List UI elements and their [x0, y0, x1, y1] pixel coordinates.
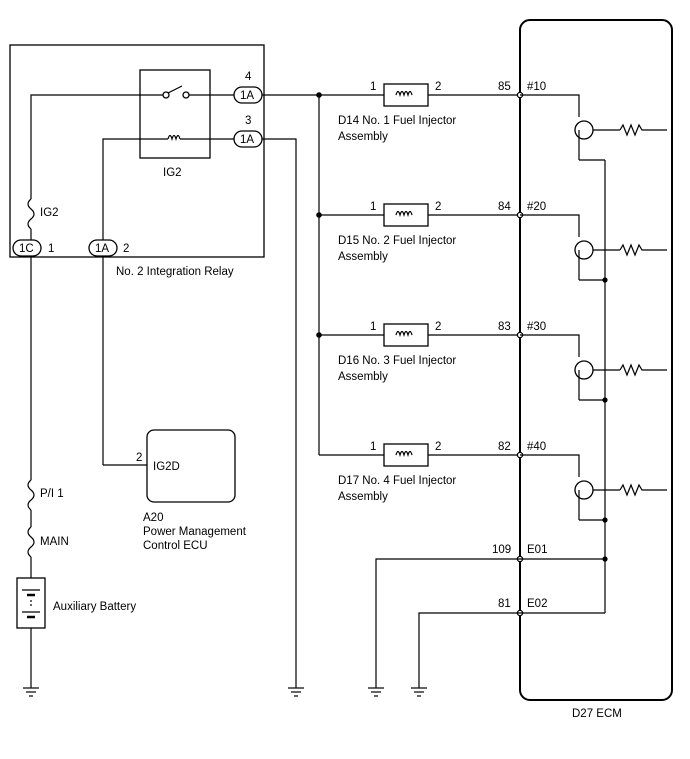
power-management-ecu: IG2D 2 A20 Power Management Control ECU: [136, 429, 247, 552]
relay-pin-switch: 4: [245, 71, 252, 83]
svg-text:#10: #10: [527, 81, 546, 93]
svg-text:MAIN: MAIN: [40, 536, 69, 548]
svg-text:E02: E02: [527, 598, 547, 610]
integration-relay: IG2 No. 2 Integration Relay: [9, 44, 265, 278]
pi1-fuse: P/I 1: [27, 479, 64, 511]
ig2-fuse: IG2: [27, 198, 59, 230]
svg-text:IG2: IG2: [40, 207, 59, 219]
svg-text:83: 83: [498, 321, 511, 333]
svg-text:2: 2: [435, 81, 441, 93]
battery-label: Auxiliary Battery: [53, 601, 136, 613]
relay-connector-1a-mid: 1A 2: [88, 239, 129, 257]
relay-switch-label: IG2: [163, 167, 182, 179]
main-fuse: MAIN: [27, 526, 69, 558]
svg-text:#30: #30: [527, 321, 546, 333]
svg-text:Assembly: Assembly: [338, 371, 388, 383]
pm-ecu-name-line2: Control ECU: [143, 540, 208, 552]
svg-text:84: 84: [498, 201, 511, 213]
svg-text:Assembly: Assembly: [338, 251, 388, 263]
svg-text:1A: 1A: [240, 90, 254, 102]
svg-text:1A: 1A: [240, 134, 254, 146]
pm-ecu-code: A20: [143, 512, 163, 524]
svg-text:109: 109: [492, 544, 511, 556]
svg-text:85: 85: [498, 81, 511, 93]
svg-text:Assembly: Assembly: [338, 131, 388, 143]
relay-connector-1c: 1C 1: [12, 239, 54, 257]
svg-text:1: 1: [370, 441, 376, 453]
svg-text:#40: #40: [527, 441, 546, 453]
svg-text:D15 No. 2 Fuel Injector: D15 No. 2 Fuel Injector: [338, 235, 456, 247]
ecm-ground-e01: 109 E01: [368, 544, 547, 697]
svg-text:1C: 1C: [19, 243, 34, 255]
svg-text:D14 No. 1 Fuel Injector: D14 No. 1 Fuel Injector: [338, 115, 456, 127]
relay-connector-coil: 1A 3: [233, 115, 263, 148]
svg-text:2: 2: [435, 441, 441, 453]
battery-icon: Auxiliary Battery: [16, 577, 136, 629]
ground-icon: [288, 687, 304, 697]
pm-ecu-name-line1: Power Management: [143, 526, 247, 538]
svg-text:#20: #20: [527, 201, 546, 213]
ecm-name: D27 ECM: [572, 708, 622, 720]
svg-text:1: 1: [370, 81, 376, 93]
injector-3: 1 2 D16 No. 3 Fuel Injector Assembly 83 …: [319, 321, 546, 383]
svg-text:81: 81: [498, 598, 511, 610]
relay-connector-switch: 1A 4: [233, 71, 263, 104]
svg-text:D16 No. 3 Fuel Injector: D16 No. 3 Fuel Injector: [338, 355, 456, 367]
svg-text:D17 No. 4 Fuel Injector: D17 No. 4 Fuel Injector: [338, 475, 456, 487]
ecm-drivers: [520, 94, 667, 614]
svg-text:E01: E01: [527, 544, 547, 556]
injector-4: 1 2 D17 No. 4 Fuel Injector Assembly 82 …: [319, 441, 546, 503]
svg-text:1A: 1A: [95, 243, 109, 255]
svg-text:2: 2: [435, 201, 441, 213]
svg-text:2: 2: [123, 243, 129, 255]
pm-ecu-pin: 2: [136, 452, 142, 464]
injector-2: 1 2 D15 No. 2 Fuel Injector Assembly 84 …: [319, 201, 546, 263]
svg-text:Assembly: Assembly: [338, 491, 388, 503]
svg-text:82: 82: [498, 441, 511, 453]
svg-text:1: 1: [370, 321, 376, 333]
ecm-ground-e02: 81 E02: [411, 598, 547, 697]
svg-text:2: 2: [435, 321, 441, 333]
svg-text:1: 1: [370, 201, 376, 213]
svg-text:P/I 1: P/I 1: [40, 488, 64, 500]
pm-ecu-terminal: IG2D: [153, 461, 180, 473]
injector-1: 1 2 D14 No. 1 Fuel Injector Assembly 85 …: [338, 81, 546, 143]
relay-name: No. 2 Integration Relay: [116, 266, 234, 278]
ecm-box: D27 ECM: [519, 19, 673, 720]
ground-icon: [23, 687, 39, 697]
svg-text:1: 1: [48, 243, 54, 255]
relay-pin-coil: 3: [245, 115, 251, 127]
